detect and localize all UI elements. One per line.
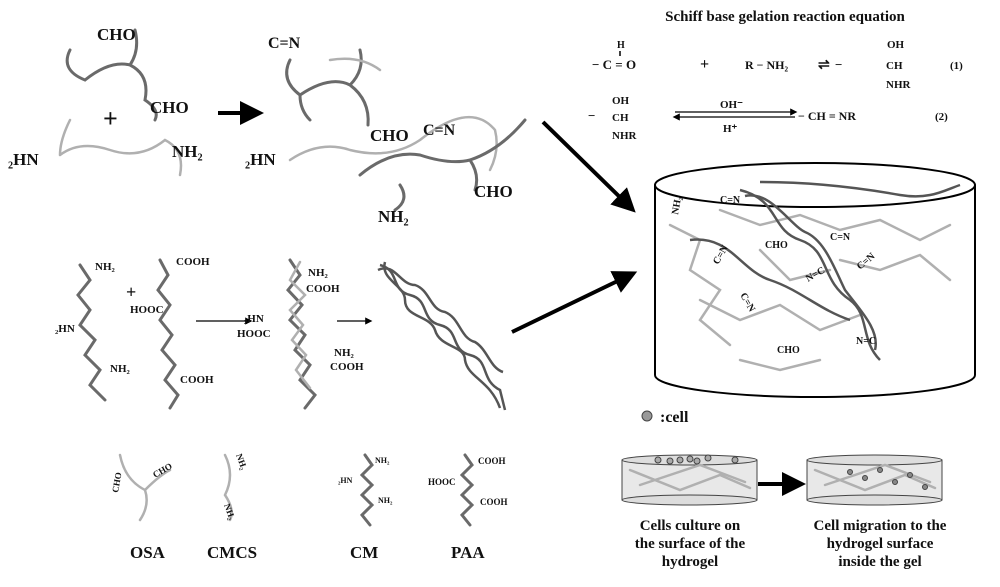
plus-sign: + — [126, 282, 136, 302]
amine-label: NH₂ — [234, 452, 249, 471]
amine-label: ₂HN — [245, 150, 276, 169]
carboxyl-label: COOH — [330, 361, 364, 373]
carboxyl-label: HOOC — [428, 477, 456, 487]
eq1-aldehyde: − C = O — [592, 57, 636, 72]
gel-label: N=C — [856, 336, 876, 347]
amine-label: ₂HN — [338, 476, 353, 485]
caption-culture: the surface of the — [635, 536, 746, 552]
cell-captions: Cells culture on the surface of the hydr… — [635, 518, 947, 570]
eq2-oh: OH — [612, 95, 630, 107]
eq1-equilibrium-arrow: ⇌ — [818, 58, 830, 73]
eq1-minus: − — [835, 57, 842, 72]
amine-label: NH₂ — [95, 261, 116, 273]
amine-label: NH₂ — [375, 456, 390, 465]
plus-sign: + — [103, 104, 118, 133]
reaction-equation: Schiff base gelation reaction equation H… — [588, 9, 963, 142]
carboxyl-label: COOH — [306, 283, 340, 295]
caption-migration: hydrogel surface — [827, 536, 934, 552]
carboxyl-label: COOH — [176, 256, 210, 268]
amine-label: NH₂ — [222, 502, 237, 521]
cho-label: CHO — [150, 98, 189, 117]
monomer-paa: COOH HOOC COOH PAA — [428, 453, 508, 562]
osa-label: OSA — [130, 543, 166, 562]
crosslinked-network: C=N CHO C=N ₂HN NH₂ CHO — [245, 35, 527, 226]
monomer-cm: NH₂ ₂HN NH₂ CM — [338, 453, 393, 562]
amine-label: NH₂ — [378, 496, 393, 505]
amine-label: NH₂ — [334, 347, 355, 359]
carboxyl-label: HOOC — [130, 304, 164, 316]
cho-label: CHO — [110, 471, 123, 493]
amine-label: ₂HN — [55, 323, 75, 335]
cho-label: CHO — [151, 461, 174, 480]
equation-title: Schiff base gelation reaction equation — [665, 9, 905, 25]
gel-label: CHO — [777, 345, 800, 356]
amine-label: NH₂ — [110, 363, 131, 375]
eq2-minus: − — [588, 108, 595, 123]
caption-migration: Cell migration to the — [814, 518, 947, 534]
carboxyl-label: COOH — [180, 374, 214, 386]
cm-label: CM — [350, 543, 378, 562]
eq1-plus: + — [700, 56, 709, 73]
gel-label: CHO — [765, 240, 788, 251]
eq2-ch: CH — [612, 112, 629, 124]
eq2-nhr: NHR — [612, 130, 638, 142]
caption-culture: Cells culture on — [640, 518, 741, 534]
cell-culture-cylinder — [621, 454, 758, 506]
imine-label: C=N — [423, 122, 456, 139]
eq1-ch: CH — [886, 60, 903, 72]
cho-label: CHO — [474, 182, 513, 201]
monomer-osa: CHO CHO OSA — [110, 453, 174, 562]
amine-label: NH₂ — [378, 207, 409, 226]
eq1-amine: R − NH₂ — [745, 58, 789, 72]
eq1-oh: OH — [887, 39, 905, 51]
cell-migration-cylinder — [806, 454, 943, 506]
gel-label: C=N — [830, 232, 851, 243]
cho-label: CHO — [370, 126, 409, 145]
imine-label: C=N — [268, 35, 301, 52]
eq2-product: − CH = NR — [798, 109, 856, 123]
eq1-h: H — [617, 40, 625, 51]
arrow-to-gel — [511, 271, 638, 334]
eq2-base-condition: OH⁻ — [720, 99, 743, 111]
amine-label: ₂HN — [244, 313, 264, 325]
cell-legend: :cell — [641, 409, 689, 426]
carboxyl-label: COOH — [478, 456, 506, 466]
eq1-nhr: NHR — [886, 79, 912, 91]
gel-label: C=N — [720, 195, 741, 206]
eq2-acid-condition: H⁺ — [723, 123, 738, 135]
cell-legend-label: :cell — [660, 409, 689, 426]
amine-label: NH₂ — [172, 142, 203, 161]
arrow-to-gel — [541, 120, 636, 213]
caption-culture: hydrogel — [662, 554, 718, 570]
eq1-number: (1) — [950, 60, 963, 72]
cell-icon — [641, 410, 653, 422]
amine-label: ₂HN — [8, 150, 39, 169]
caption-migration: inside the gel — [838, 554, 921, 570]
cho-label: CHO — [97, 25, 136, 44]
hydrogel-cylinder: NH₂ C=N CHO C=N C=N N=C C=N C=N CHO N=C — [654, 162, 976, 398]
cmcs-label: CMCS — [207, 543, 257, 562]
gel-label: NH₂ — [670, 196, 684, 216]
eq2-number: (2) — [935, 111, 948, 123]
carboxyl-label: COOH — [480, 497, 508, 507]
cm-paa-complexation: NH₂ ₂HN NH₂ + COOH HOOC COOH NH₂ COOH ₂H… — [55, 256, 507, 411]
amine-label: NH₂ — [308, 267, 329, 279]
carboxyl-label: HOOC — [237, 328, 271, 340]
osa-cmcs-reactants: CHO + CHO ₂HN NH₂ — [8, 25, 203, 177]
paa-label: PAA — [451, 543, 485, 562]
monomer-cmcs: NH₂ NH₂ CMCS — [207, 452, 257, 562]
